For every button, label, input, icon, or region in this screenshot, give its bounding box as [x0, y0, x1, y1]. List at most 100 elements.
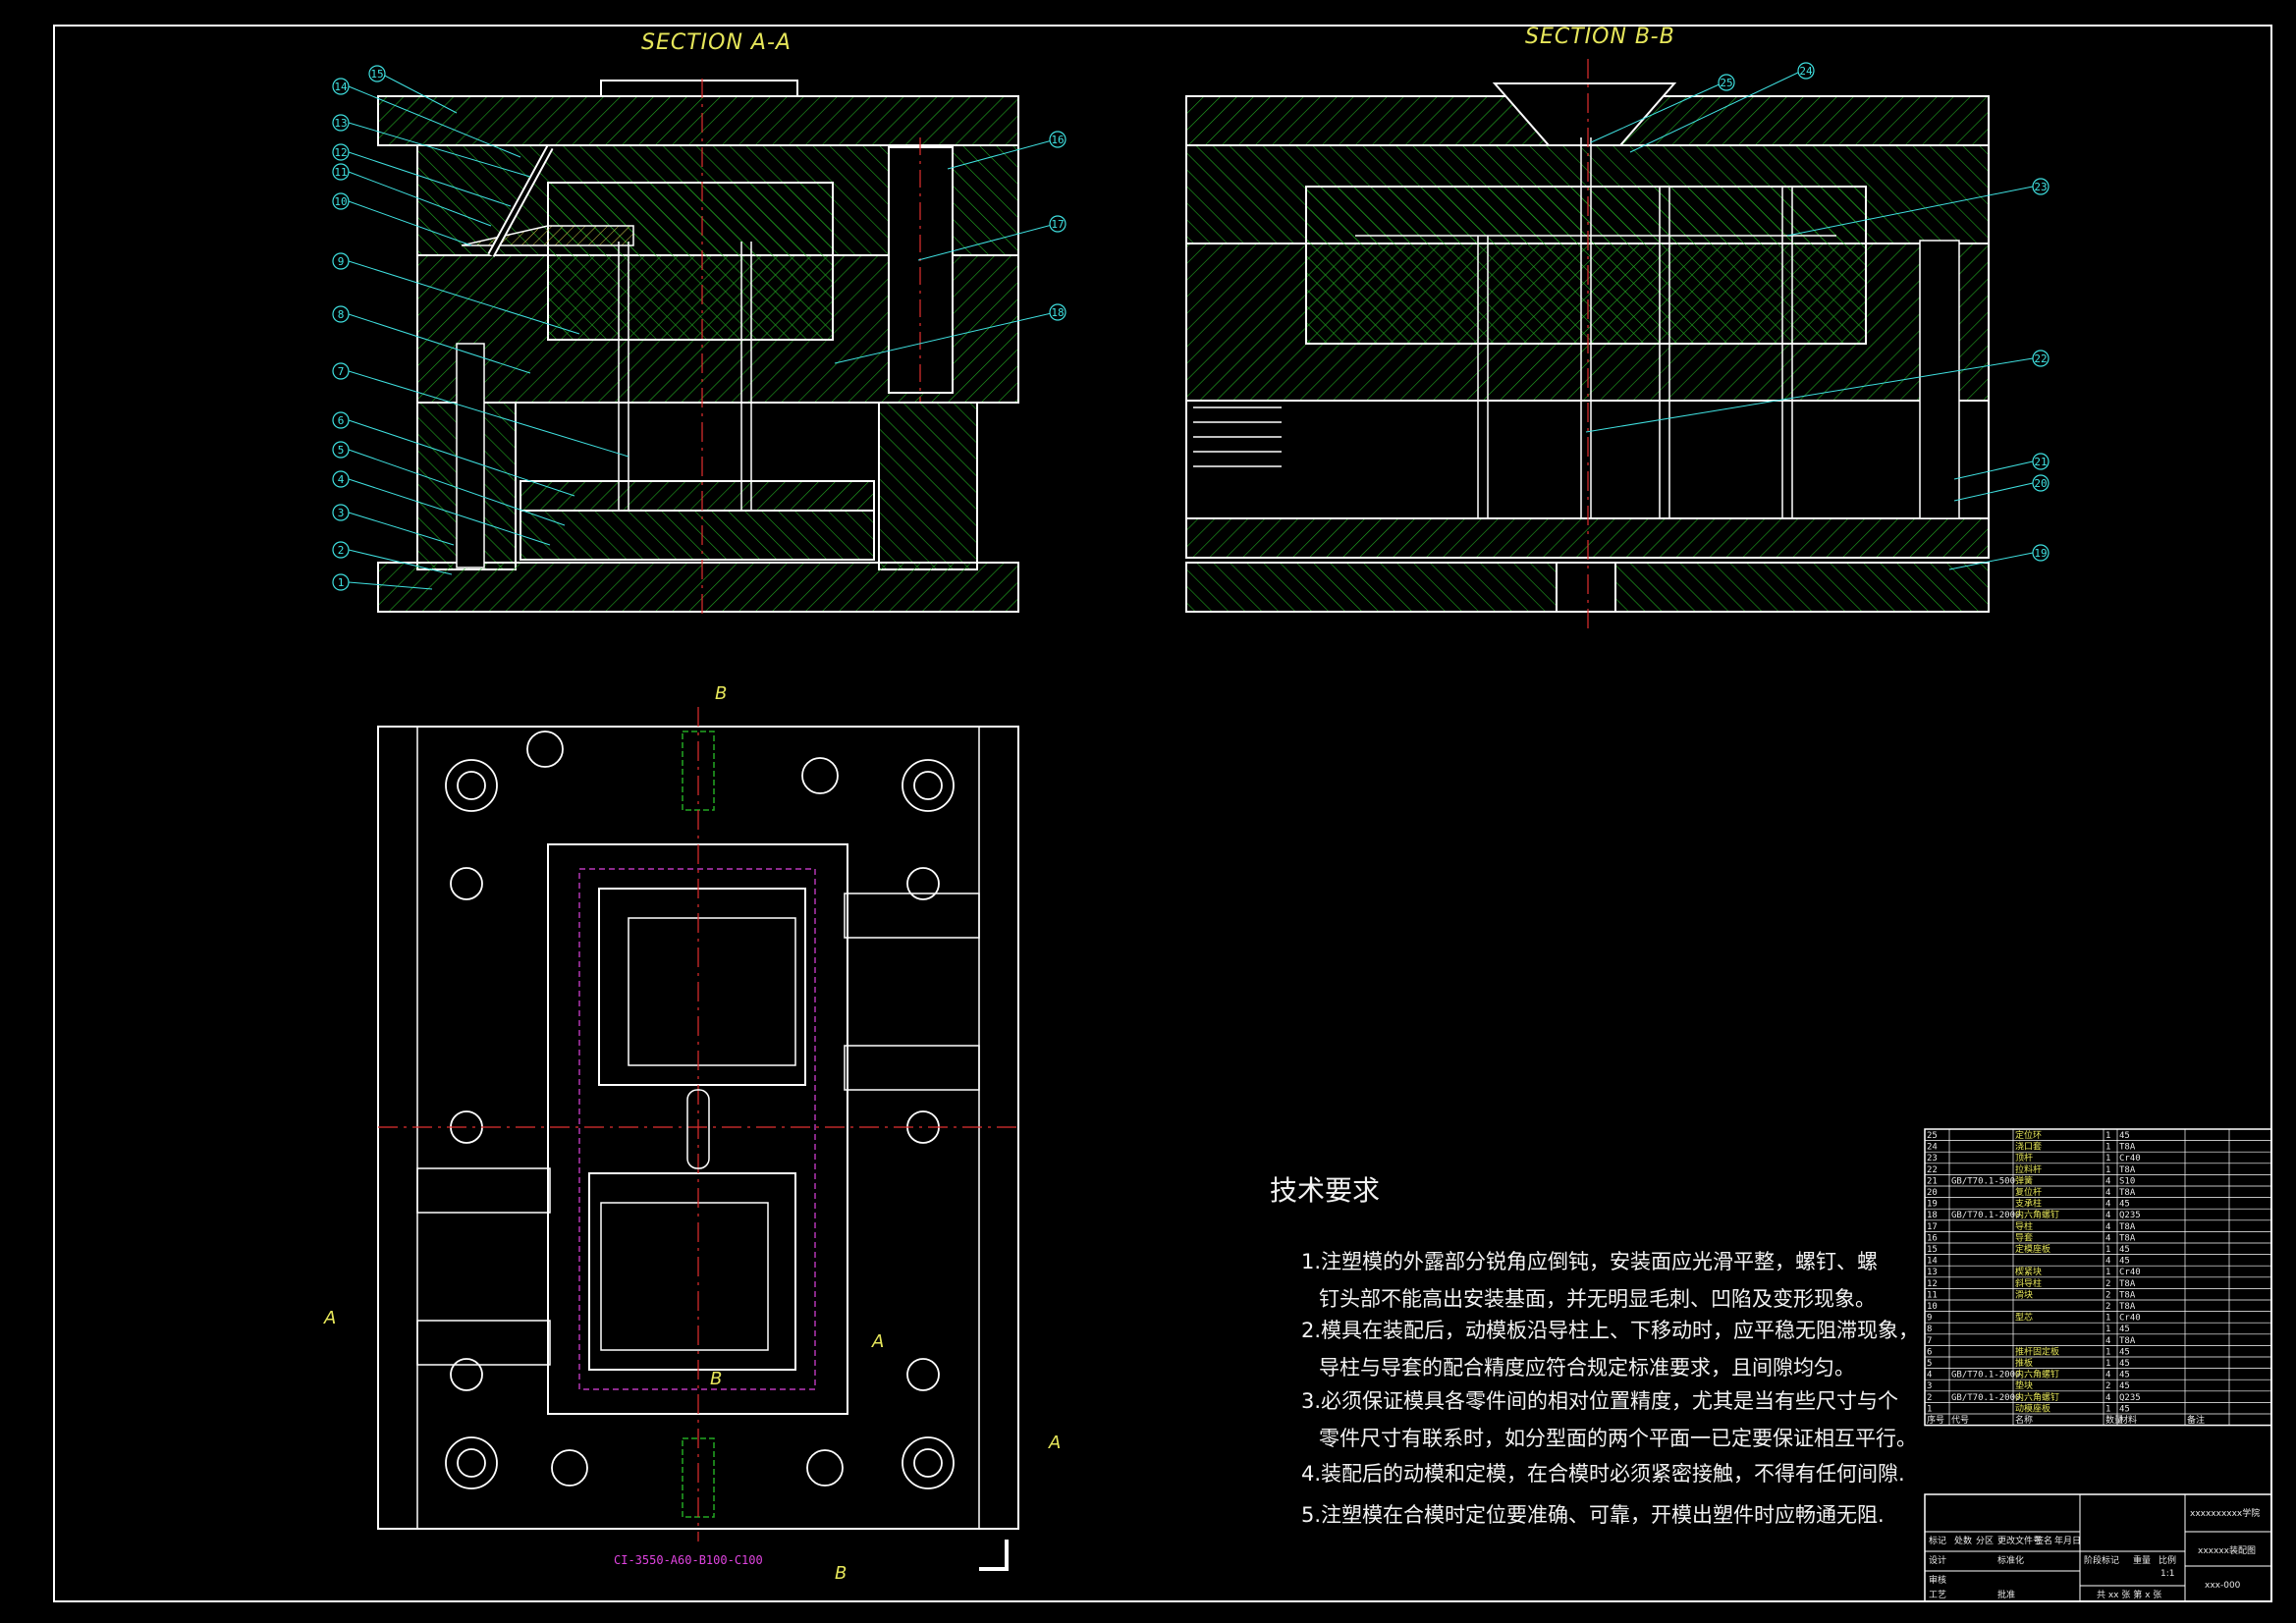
requirements-title: 技术要求	[1270, 1174, 1380, 1207]
bom-cell-no: 7	[1927, 1336, 1932, 1346]
marker-a-mid: A	[871, 1331, 884, 1352]
callout-a-bubble-10	[332, 192, 350, 210]
bom-cell-qty: 1	[2105, 1154, 2110, 1163]
callout-b-bubble-24	[1797, 62, 1815, 80]
bom-cell-mat: 45	[2119, 1131, 2130, 1141]
callout-a-label-1: 1	[338, 576, 345, 589]
bom-cell-qty: 4	[2105, 1188, 2110, 1198]
bom-cell-std: GB/T70.1-2000	[1951, 1393, 2020, 1403]
bom-cell-no: 12	[1927, 1279, 1938, 1289]
bom-cell-qty: 1	[2105, 1314, 2110, 1324]
callout-a-label-7: 7	[338, 365, 345, 378]
callout-b-bubble-21	[2032, 453, 2050, 470]
bom-cell-std: 代号	[1951, 1415, 1969, 1426]
bom-cell-mat: T8A	[2119, 1290, 2136, 1300]
section-b-title: SECTION B-B	[1525, 25, 1675, 49]
callout-a-bubble-15	[368, 65, 386, 82]
callout-a-label-6: 6	[338, 414, 345, 427]
marker-b-top: B	[715, 683, 727, 704]
bom-cell-no: 序号	[1927, 1414, 1944, 1426]
bom-cell-no: 11	[1927, 1290, 1938, 1300]
bom-cell-name: 定位环	[2015, 1129, 2042, 1141]
bom-cell-name: 导柱	[2015, 1220, 2033, 1232]
bom-cell-qty: 4	[2105, 1257, 2110, 1267]
bom-cell-mat: 45	[2119, 1347, 2130, 1357]
bom-cell-name: 名称	[2015, 1414, 2033, 1426]
bom-cell-qty: 1	[2105, 1143, 2110, 1153]
bom-cell-name: 垫块	[2015, 1380, 2033, 1391]
bom-cell-mat: T8A	[2119, 1165, 2136, 1175]
callout-a-bubble-1	[332, 573, 350, 591]
marker-a-left: A	[323, 1308, 336, 1328]
bom-cell-mat: T8A	[2119, 1188, 2136, 1198]
bom-cell-no: 21	[1927, 1176, 1938, 1186]
tb-label-design: 设计	[1929, 1554, 1946, 1566]
bom-cell-mat: Q235	[2119, 1211, 2141, 1220]
callout-a-bubble-2	[332, 541, 350, 559]
bom-cell-mat: 45	[2119, 1371, 2130, 1380]
bom-cell-name: 动模座板	[2015, 1402, 2050, 1414]
bom-cell-mat: T8A	[2119, 1143, 2136, 1153]
callout-a-bubble-17	[1049, 215, 1066, 233]
bom-cell-qty: 2	[2105, 1290, 2110, 1300]
callout-a-bubble-3	[332, 504, 350, 521]
bom-cell-std: GB/T70.1-2000	[1951, 1211, 2020, 1220]
bom-cell-qty: 2	[2105, 1279, 2110, 1289]
tb-sheets: 共 xx 张 第 x 张	[2097, 1589, 2161, 1600]
locating-ring-a	[600, 80, 798, 97]
callout-a-label-2: 2	[338, 544, 345, 557]
callout-a-label-11: 11	[334, 166, 347, 179]
callout-a-bubble-7	[332, 362, 350, 380]
bom-cell-qty: 1	[2105, 1268, 2110, 1277]
requirement-line-6: 零件尺寸有联系时，如分型面的两个平面一已定要保证相互平行。	[1319, 1427, 1917, 1450]
bom-cell-no: 5	[1927, 1359, 1932, 1369]
bom-cell-qty: 4	[2105, 1222, 2110, 1232]
bom-cell-name: 顶杆	[2015, 1152, 2033, 1163]
bom-cell-mat: 45	[2119, 1359, 2130, 1369]
bom-cell-name: 支承柱	[2015, 1198, 2042, 1210]
callout-a-label-10: 10	[334, 195, 347, 208]
bom-cell-name: 内六角螺钉	[2015, 1391, 2059, 1403]
requirement-line-3: 2.模具在装配后，动模板沿导柱上、下移动时，应平稳无阻滞现象，	[1301, 1319, 1919, 1342]
requirement-line-4: 导柱与导套的配合精度应符合规定标准要求，且间隙均匀。	[1319, 1356, 1855, 1380]
callout-a-label-15: 15	[370, 68, 383, 81]
bom-cell-no: 1	[1927, 1404, 1932, 1414]
bom-cell-qty: 1	[2105, 1347, 2110, 1357]
requirement-line-5: 3.必须保证模具各零件间的相对位置精度，尤其是当有些尺寸与个	[1301, 1389, 1898, 1413]
bom-cell-no: 13	[1927, 1268, 1938, 1277]
callout-b-bubble-20	[2032, 474, 2050, 492]
bom-cell-name: 浇口套	[2015, 1141, 2042, 1153]
marker-b-mid: B	[710, 1369, 722, 1389]
bom-cell-no: 10	[1927, 1302, 1938, 1312]
bom-cell-mat: T8A	[2119, 1222, 2136, 1232]
marker-a-right: A	[1048, 1433, 1061, 1453]
callout-a-label-4: 4	[338, 473, 345, 486]
bom-cell-name: 斜导柱	[2015, 1277, 2042, 1289]
tb-label-review: 审核	[1929, 1574, 1946, 1586]
bom-cell-qty: 1	[2105, 1325, 2110, 1334]
bom-cell-mat: Cr40	[2119, 1268, 2141, 1277]
bom-cell-name: 导套	[2015, 1231, 2033, 1243]
callout-b-label-20: 20	[2034, 477, 2047, 490]
requirement-line-7: 4.装配后的动模和定模，在合模时必须紧密接触，不得有任何间隙.	[1301, 1462, 1905, 1486]
bom-cell-mat: 45	[2119, 1381, 2130, 1391]
bom-cell-qty: 2	[2105, 1381, 2110, 1391]
bom-cell-name: 内六角螺钉	[2015, 1369, 2059, 1380]
callout-b-label-19: 19	[2034, 547, 2047, 560]
bom-cell-note: 备注	[2187, 1414, 2205, 1426]
bom-cell-mat: T8A	[2119, 1336, 2136, 1346]
bom-cell-no: 22	[1927, 1165, 1938, 1175]
bom-cell-mat: 45	[2119, 1200, 2130, 1210]
bom-cell-mat: 45	[2119, 1245, 2130, 1255]
title-block: xxxxxxxxxx学院 xxxxxx装配图 xxx-000 1:1 共 xx …	[1924, 1493, 2272, 1602]
bom-cell-no: 25	[1927, 1131, 1938, 1141]
marker-b-bottom: B	[835, 1563, 847, 1584]
bom-cell-name: 弹簧	[2015, 1174, 2033, 1186]
callout-a-bubble-5	[332, 441, 350, 459]
bom-cell-no: 3	[1927, 1381, 1932, 1391]
bom-cell-no: 24	[1927, 1143, 1938, 1153]
bom-cell-qty: 4	[2105, 1371, 2110, 1380]
